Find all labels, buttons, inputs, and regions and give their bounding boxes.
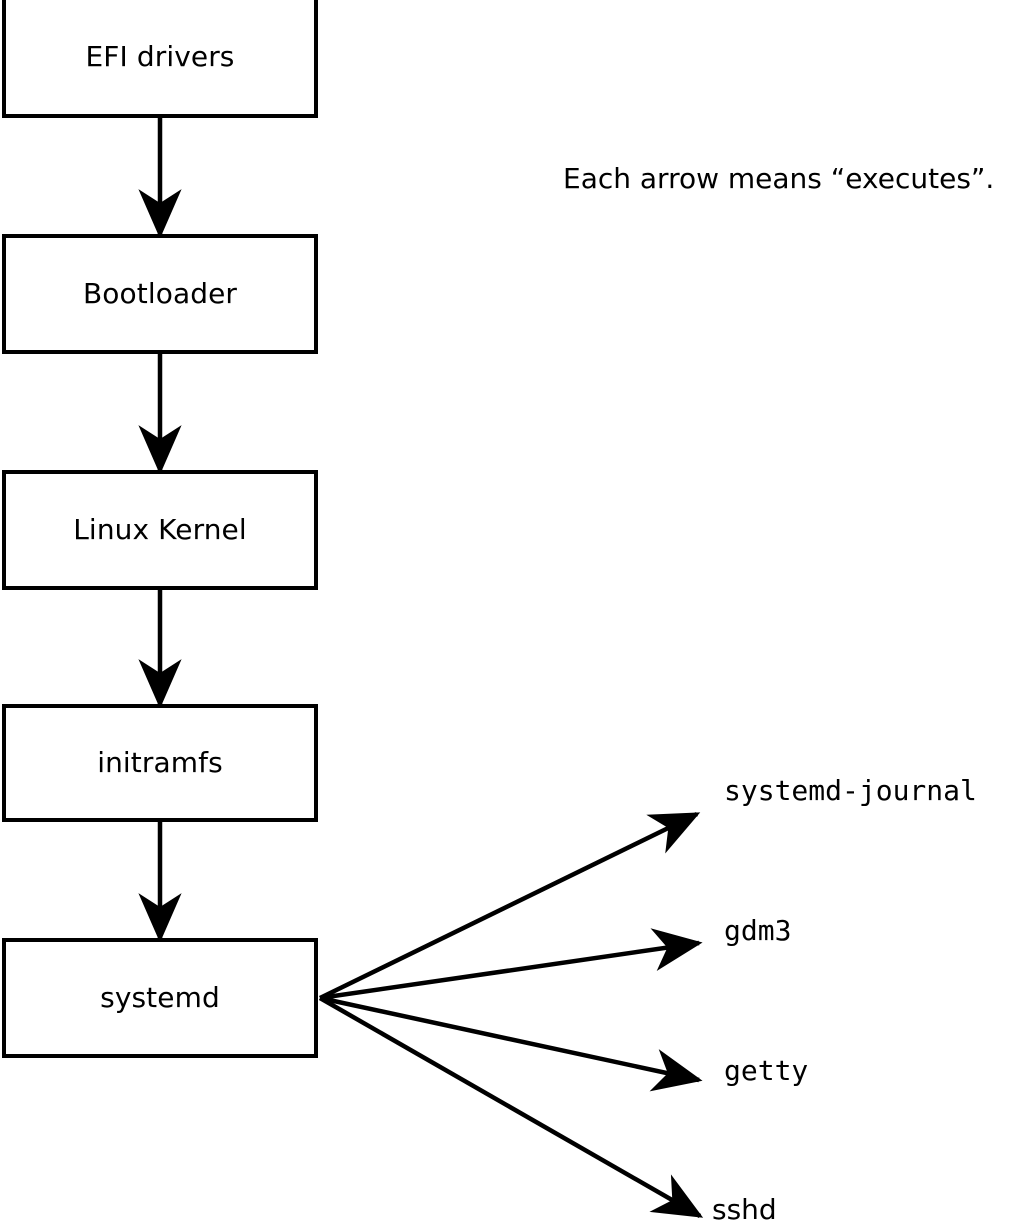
edge-systemd-to-gdm3 xyxy=(319,928,703,1001)
node-label-linux-kernel: Linux Kernel xyxy=(73,513,247,546)
node-label-bootloader: Bootloader xyxy=(82,277,238,310)
node-initramfs[interactable]: initramfs xyxy=(2,704,318,822)
node-efi-drivers[interactable]: EFI drivers xyxy=(2,0,318,118)
node-label-initramfs: initramfs xyxy=(97,746,223,779)
leaf-label-gdm3: gdm3 xyxy=(724,914,792,947)
edge-systemd-to-getty xyxy=(319,995,703,1092)
node-label-efi-drivers: EFI drivers xyxy=(85,40,235,73)
node-bootloader[interactable]: Bootloader xyxy=(2,234,318,354)
node-systemd[interactable]: systemd xyxy=(2,938,318,1058)
diagram-caption: Each arrow means “executes”. xyxy=(563,162,995,195)
leaf-label-sshd: sshd xyxy=(712,1193,777,1226)
leaf-label-getty: getty xyxy=(724,1054,809,1087)
node-label-systemd: systemd xyxy=(100,981,220,1014)
node-linux-kernel[interactable]: Linux Kernel xyxy=(2,470,318,590)
leaf-label-systemd-journal: systemd-journal xyxy=(724,774,977,807)
edge-systemd-to-sshd xyxy=(318,996,704,1218)
edge-systemd-to-systemd-journal xyxy=(319,811,701,1001)
